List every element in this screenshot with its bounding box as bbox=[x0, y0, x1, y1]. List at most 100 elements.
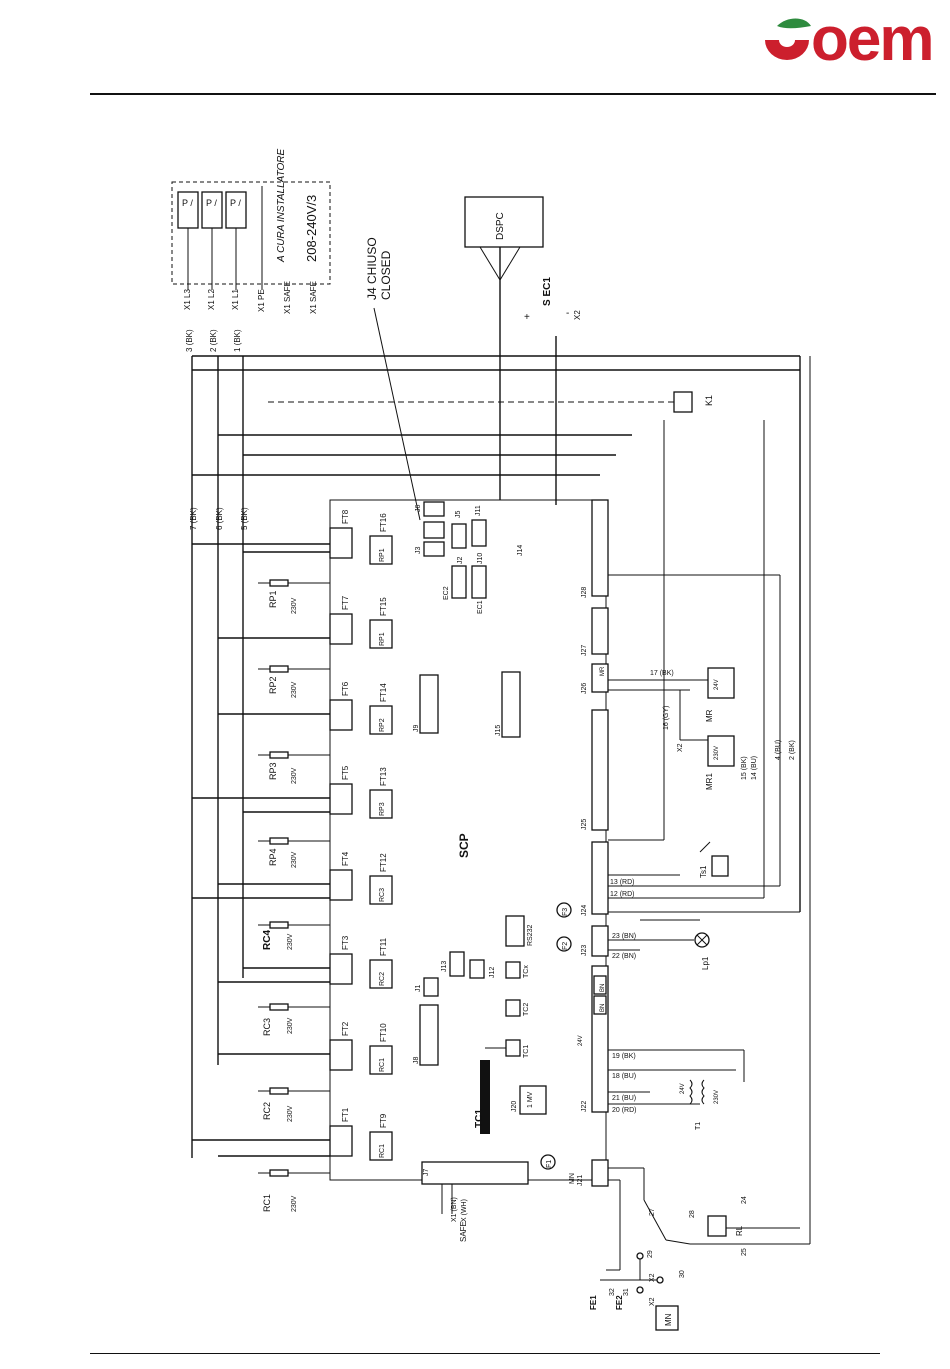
ft7-label: FT7 bbox=[341, 595, 350, 610]
tc1-probe: TC1 bbox=[474, 1047, 506, 1134]
bn-label-1: BN bbox=[600, 984, 606, 992]
v230-7: 230V bbox=[287, 1105, 294, 1122]
right-wiring: 17 (BK) 16 (GY) 15 (BK) 14 (BU) 4 (BU) 2… bbox=[606, 356, 811, 1271]
ft14-label: FT14 bbox=[379, 683, 388, 702]
j13-connector bbox=[449, 951, 465, 977]
motor-mr1-voltage: 230V bbox=[714, 746, 720, 760]
ec2-label: EC2 bbox=[443, 586, 450, 600]
lp1-lamp: Lp1 bbox=[694, 932, 710, 970]
tc1-probe-body bbox=[480, 1060, 490, 1134]
j8-connector bbox=[419, 1004, 439, 1066]
v230-2: 230V bbox=[291, 681, 298, 698]
j23-label: J23 bbox=[581, 945, 588, 956]
k1-relay: K1 bbox=[673, 391, 714, 413]
power-bus: 7 (BK) 6 (BK) 5 (BK) bbox=[189, 355, 801, 1158]
heater-rc1: RC1 bbox=[262, 1194, 272, 1212]
wire-3-bk: 3 (BK) bbox=[185, 329, 194, 352]
oem-logo: oem bbox=[765, 8, 934, 70]
terminal-x1-l1: X1 L1 bbox=[231, 289, 240, 310]
bottom-circuit: RL MN 27 28 29 30 31 32 24 25 FE1 FE2 X2… bbox=[589, 1196, 748, 1331]
wire-21-bu: 21 (BU) bbox=[612, 1095, 636, 1102]
installer-note: A CURA INSTALLATORE bbox=[276, 148, 287, 263]
heater-taps bbox=[192, 543, 330, 1157]
j23-strip bbox=[591, 925, 609, 957]
j5-connector bbox=[451, 523, 467, 549]
ec1-x2: X2 bbox=[573, 310, 582, 320]
j21-strip bbox=[591, 1159, 609, 1187]
j25-label: J25 bbox=[581, 819, 588, 830]
t1-v230: 230V bbox=[714, 1090, 720, 1104]
relay-code-2: RP1 bbox=[379, 632, 386, 646]
k1-label: K1 bbox=[704, 395, 714, 406]
j9-connector bbox=[419, 674, 439, 734]
switch-30: 30 bbox=[679, 1270, 686, 1278]
safe-terminals: SAFE X1 (BN) X (WH) bbox=[441, 1184, 468, 1242]
v230-8: 230V bbox=[291, 1195, 298, 1212]
wire-4-bu: 4 (BU) bbox=[775, 740, 782, 760]
heater-rp4: RP4 bbox=[268, 848, 278, 866]
switch-29: 29 bbox=[647, 1250, 654, 1258]
fuse-f3 bbox=[556, 902, 572, 918]
motor-mr-label: MR bbox=[705, 709, 714, 722]
wire-20-rd: 20 (RD) bbox=[612, 1107, 637, 1114]
scp-label: SCP bbox=[457, 833, 471, 858]
ec1-board-label: EC1 bbox=[477, 600, 484, 614]
fuse-f3-label: F3 bbox=[562, 908, 569, 916]
tc1-connector bbox=[505, 1039, 521, 1057]
jumper-note-line-1: J4 CHIUSO bbox=[365, 237, 379, 300]
ft12-label: FT12 bbox=[379, 853, 388, 872]
wire-2-bk: 2 (BK) bbox=[209, 329, 218, 352]
supply-section: P / P / P / A CURA INSTALLATORE 208-240V… bbox=[171, 148, 331, 352]
j24-label: J24 bbox=[581, 905, 588, 916]
j22-label: J22 bbox=[581, 1101, 588, 1112]
v230-1: 230V bbox=[291, 597, 298, 614]
j3-label: J3 bbox=[415, 547, 422, 555]
ft13-label: FT13 bbox=[379, 767, 388, 786]
rl-relay bbox=[707, 1215, 727, 1237]
mn-motor bbox=[655, 1305, 679, 1331]
wire-12-rd: 12 (RD) bbox=[610, 891, 635, 898]
j11-connector bbox=[471, 519, 487, 547]
heater-rc2: RC2 bbox=[262, 1102, 272, 1120]
relay-code-1: RP1 bbox=[379, 548, 386, 562]
j12-label: J12 bbox=[489, 967, 496, 978]
j28-strip bbox=[591, 499, 609, 597]
j15-label: J15 bbox=[495, 725, 502, 736]
switch-25: 25 bbox=[741, 1248, 748, 1256]
j10-connector bbox=[471, 565, 487, 599]
relay-code-3: RP2 bbox=[379, 718, 386, 732]
tc2-label: TC2 bbox=[523, 1003, 530, 1016]
ft2-label: FT2 bbox=[341, 1021, 350, 1036]
wire-23-bn: 23 (BN) bbox=[612, 933, 636, 940]
wire-2-bk-right: 2 (BK) bbox=[789, 740, 796, 760]
dspc-label: DSPC bbox=[495, 212, 506, 240]
switch-32: 32 bbox=[609, 1288, 616, 1296]
j26-strip bbox=[591, 663, 609, 693]
wire-15-bk: 15 (BK) bbox=[741, 756, 748, 780]
t1-transformer: 24V 230V T1 bbox=[680, 1079, 720, 1130]
ft9-label: FT9 bbox=[379, 1113, 388, 1128]
wire-19-bk: 19 (BK) bbox=[612, 1053, 636, 1060]
logo-o-mark bbox=[765, 40, 809, 60]
motors: 24V MR 230V MR1 X2 bbox=[677, 667, 735, 790]
supply-breaker-1: P / bbox=[177, 191, 199, 229]
motor-mr-voltage: 24V bbox=[714, 679, 720, 690]
j7-connector bbox=[421, 1161, 529, 1185]
fuses: F1 F2 F3 bbox=[540, 902, 572, 1170]
v230-5: 230V bbox=[287, 933, 294, 950]
heater-rp3: RP3 bbox=[268, 762, 278, 780]
fe2-label: FE2 bbox=[615, 1295, 624, 1310]
ec1-label: S EC1 bbox=[542, 277, 553, 306]
switch-31: 31 bbox=[623, 1288, 630, 1296]
j20-label: J20 bbox=[511, 1101, 518, 1112]
fe1-label: FE1 bbox=[589, 1295, 598, 1310]
j9-label: J9 bbox=[413, 725, 420, 733]
j25-strip bbox=[591, 709, 609, 831]
motor-mr1-label: MR1 bbox=[705, 773, 714, 790]
terminal-x1-safe-1: X1 SAFE bbox=[283, 281, 292, 314]
ft15-label: FT15 bbox=[379, 597, 388, 616]
x2-bottom-1: X2 bbox=[649, 1273, 656, 1282]
t1-label: T1 bbox=[695, 1122, 702, 1130]
j6-connector bbox=[423, 501, 445, 517]
